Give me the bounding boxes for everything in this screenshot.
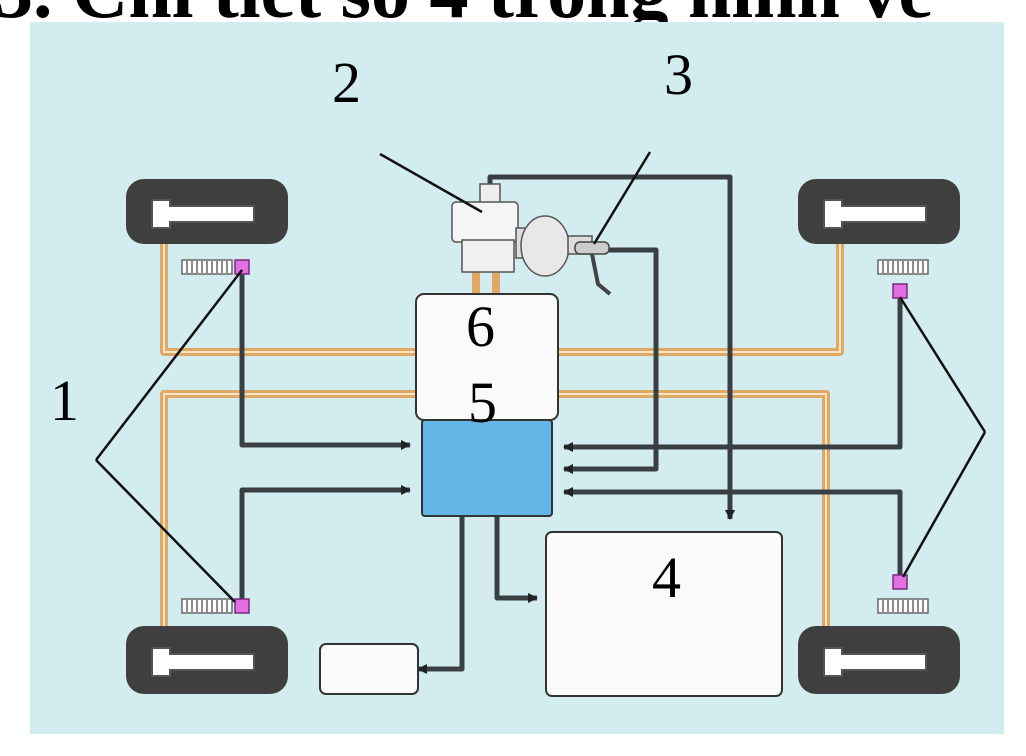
- signal-ecu-to-4: [494, 516, 538, 603]
- signal-sensor-rear-left: [239, 485, 411, 602]
- ecu-block: [421, 419, 553, 517]
- tone-ring-rear-left: [181, 598, 233, 614]
- wheel-front-right: [798, 179, 960, 244]
- leader-line-3: [592, 151, 652, 245]
- sensor-front-right: [892, 283, 908, 299]
- warning-indicator-box: [319, 643, 419, 695]
- component-4-block: [545, 531, 783, 697]
- page-heading: 3. Chi tiết số 4 trong hình vẽ: [0, 0, 1026, 26]
- wheel-front-left: [126, 179, 288, 244]
- leader-line-1-right-lower: [901, 431, 987, 578]
- abs-diagram: 1 2 3 4 5 6: [30, 22, 1004, 734]
- brake-pedal: [574, 241, 612, 296]
- label-6: 6: [466, 294, 495, 359]
- label-1: 1: [50, 368, 79, 433]
- sensor-rear-left: [234, 598, 250, 614]
- wheel-rear-right: [798, 626, 960, 694]
- leader-line-2: [379, 152, 483, 214]
- label-5: 5: [468, 370, 497, 435]
- brake-line-front-left: [160, 227, 416, 356]
- tone-ring-front-left: [181, 259, 233, 275]
- label-3: 3: [664, 42, 693, 107]
- sensor-rear-right: [892, 574, 908, 590]
- tone-ring-front-right: [877, 259, 929, 275]
- signal-sensor-front-left: [239, 270, 411, 450]
- label-2: 2: [332, 50, 361, 115]
- signal-sensor-rear-right: [563, 487, 903, 580]
- leader-line-1-lower: [95, 459, 236, 603]
- signal-ecu-to-indicator: [417, 516, 465, 674]
- signal-lines: [239, 174, 903, 674]
- leader-line-1-right-upper: [898, 296, 987, 433]
- leader-line-1-upper: [95, 269, 243, 461]
- label-4: 4: [652, 545, 681, 610]
- tone-ring-rear-right: [877, 598, 929, 614]
- sensor-front-left: [234, 259, 250, 275]
- master-cylinder: [451, 183, 519, 273]
- signal-pedal: [563, 247, 659, 474]
- wheel-rear-left: [126, 626, 288, 694]
- signal-sensor-front-right: [563, 292, 903, 452]
